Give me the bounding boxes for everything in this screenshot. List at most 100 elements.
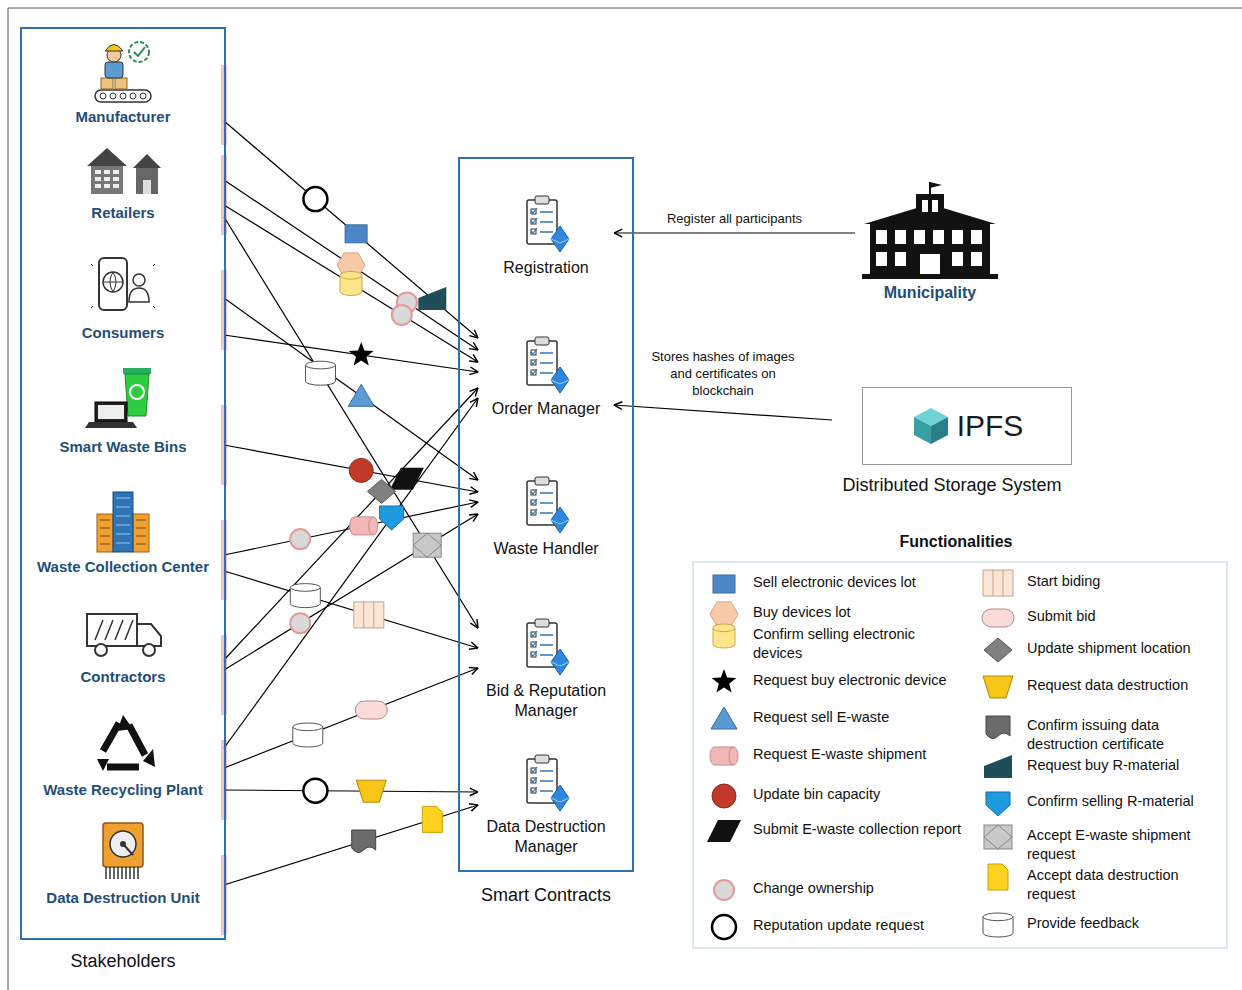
function-symbol (290, 529, 310, 549)
stakeholder-icon (73, 36, 173, 106)
icon-part (116, 543, 130, 544)
icon-part (143, 749, 155, 767)
legend-title: Functionalities (836, 533, 1076, 551)
icon-part (105, 62, 123, 78)
stakeholder-icon (73, 709, 173, 779)
node-label: Smart Waste Bins (60, 438, 187, 455)
connector (224, 217, 478, 628)
icon-part (85, 422, 137, 428)
symbol-part (983, 913, 1013, 921)
function-symbol (986, 716, 1010, 739)
connector (224, 805, 478, 885)
symbol-part (340, 272, 362, 280)
function-marker (368, 479, 396, 503)
icon-part (117, 867, 119, 879)
symbol-group (710, 747, 738, 765)
node-label: Contractors (80, 668, 165, 685)
port-bar (221, 520, 227, 600)
icon-part (104, 184, 110, 188)
connector (224, 121, 478, 338)
stakeholder-box: Smart Waste Bins (22, 366, 224, 455)
icon-part (129, 867, 131, 879)
function-symbol (422, 806, 442, 832)
legend-text: Buy devices lot (753, 603, 965, 622)
icon-part (105, 45, 123, 52)
port-bar (221, 635, 227, 715)
icon-part (531, 499, 537, 504)
icon-part (540, 790, 553, 792)
icon-part (531, 359, 537, 364)
legend-symbol (710, 602, 738, 626)
legend-text: Update bin capacity (753, 785, 965, 804)
icon-part (116, 534, 130, 535)
icon-part (932, 200, 938, 212)
function-symbol (711, 707, 737, 729)
icon-part (551, 380, 569, 384)
icon-part (531, 490, 536, 495)
icon-part (134, 47, 145, 56)
connector (614, 232, 855, 233)
icon-part (531, 350, 536, 355)
node-label: Registration (503, 258, 588, 278)
icon-part (876, 230, 887, 244)
node-label: Manufacturer (75, 108, 170, 125)
icon-part (105, 620, 113, 640)
icon-part (116, 516, 130, 517)
panel-caption: Stakeholders (22, 951, 224, 972)
icon-part (920, 254, 940, 276)
node-label: Waste Recycling Plant (43, 781, 203, 798)
icon-part (535, 337, 549, 345)
icon-part (104, 177, 110, 181)
icon-part (531, 767, 537, 772)
icon-part (540, 634, 553, 636)
legend-symbol (712, 669, 737, 693)
icon-part (540, 372, 553, 374)
edge-label: Register all participants (665, 211, 804, 228)
stakeholder-box: Manufacturer (22, 36, 224, 125)
legend-text: Confirm issuing data destruction certifi… (1027, 716, 1219, 754)
node-label: Bid & Reputation Manager (478, 681, 614, 721)
icon-part (113, 177, 119, 181)
icon-part (123, 368, 151, 374)
function-symbol (984, 825, 1012, 849)
node-label: Data Destruction Manager (478, 817, 614, 857)
icon-part (531, 509, 537, 514)
icon-part (540, 770, 553, 772)
node-label: IPFS (957, 409, 1024, 443)
icon-part (952, 230, 963, 244)
icon-part (103, 272, 123, 292)
icon-part (531, 768, 536, 773)
icon-part (531, 208, 537, 213)
legend-swatch (980, 635, 1016, 665)
icon-part (971, 230, 982, 244)
node-label: Municipality (884, 284, 976, 302)
icon-part (540, 221, 553, 223)
legend-swatch (980, 822, 1016, 852)
contract-box: Order Manager (478, 333, 614, 419)
icon-part (95, 184, 101, 188)
cube-icon (911, 405, 951, 447)
function-marker (290, 529, 310, 549)
stakeholder-box: Retailers (22, 132, 224, 221)
function-marker (422, 806, 442, 832)
stakeholder-icon (73, 252, 173, 322)
icon-part (531, 632, 536, 637)
icon-part (551, 226, 569, 252)
icon-part (551, 239, 569, 243)
stakeholder-box: Waste Collection Center (22, 486, 224, 575)
icon-part (133, 154, 161, 168)
legend-symbol (712, 784, 736, 808)
connector (224, 298, 478, 480)
storage-box: IPFSDistributed Storage System (832, 387, 1072, 496)
stakeholder-icon (73, 132, 173, 202)
building-icon (860, 180, 1000, 280)
icon-part (930, 182, 942, 188)
icon-part (136, 520, 146, 521)
legend-symbol (984, 755, 1012, 778)
legend-swatch (980, 752, 1016, 782)
icon-part (137, 867, 139, 879)
icon-part (116, 498, 130, 499)
icon-part (914, 230, 925, 244)
function-marker (340, 272, 362, 296)
